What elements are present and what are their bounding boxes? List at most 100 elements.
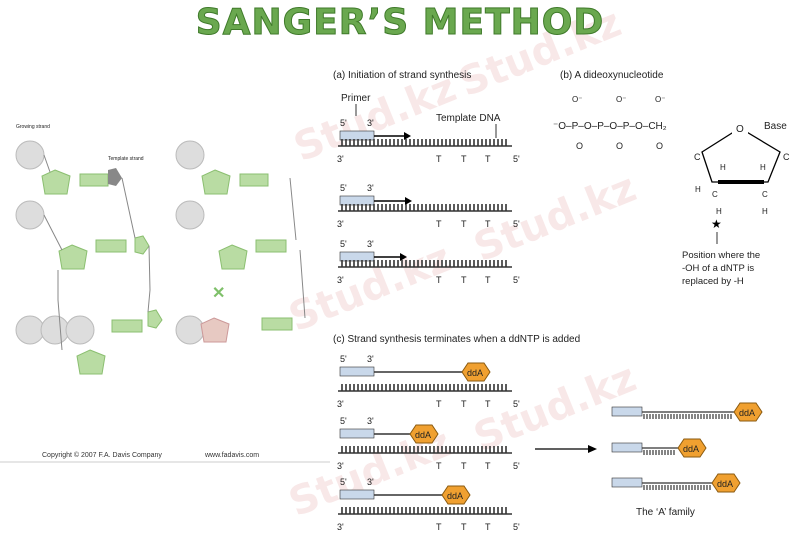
svg-text:T: T bbox=[436, 399, 442, 409]
primer-block bbox=[339, 428, 375, 439]
position-note: Position where the bbox=[682, 250, 760, 261]
base-rect bbox=[239, 173, 269, 187]
svg-text:O: O bbox=[656, 141, 663, 151]
svg-text:ddA: ddA bbox=[683, 444, 699, 454]
svg-text:3': 3' bbox=[337, 154, 344, 164]
terminated-row: 5' 3' ddA 3' T T T 5' bbox=[337, 416, 520, 471]
svg-text:3': 3' bbox=[367, 239, 374, 249]
svg-text:T: T bbox=[436, 275, 442, 285]
svg-text:5': 5' bbox=[513, 461, 520, 471]
sugar-pentagon bbox=[218, 244, 248, 270]
primer-block bbox=[339, 251, 375, 262]
svg-text:H: H bbox=[716, 207, 722, 216]
star-icon: ★ bbox=[711, 217, 722, 231]
primer-block bbox=[339, 366, 375, 377]
svg-text:5': 5' bbox=[513, 219, 520, 229]
copyright-text: Copyright © 2007 F.A. Davis Company bbox=[42, 452, 162, 459]
strand-row: 5' 3' 3' T T T 5' bbox=[337, 183, 520, 229]
base-rect bbox=[111, 319, 143, 333]
svg-text:5': 5' bbox=[513, 399, 520, 409]
svg-text:T: T bbox=[485, 461, 491, 471]
svg-text:3': 3' bbox=[367, 354, 374, 364]
svg-text:O: O bbox=[576, 141, 583, 151]
svg-text:5': 5' bbox=[513, 522, 520, 532]
template-backbone bbox=[289, 177, 306, 319]
svg-text:H: H bbox=[762, 207, 768, 216]
panel-b-heading: (b) A dideoxynucleotide bbox=[560, 70, 664, 81]
svg-text:ddA: ddA bbox=[717, 479, 733, 489]
svg-text:T: T bbox=[461, 399, 467, 409]
growing-strand-label: Growing strand bbox=[16, 124, 50, 130]
svg-text:3': 3' bbox=[337, 522, 344, 532]
dda-hexagon bbox=[677, 438, 707, 458]
svg-text:T: T bbox=[461, 219, 467, 229]
panel-b: (b) A dideoxynucleotide O⁻ O⁻ O⁻ ⁻O–P–O–… bbox=[553, 70, 790, 287]
dda-hexagon bbox=[733, 402, 763, 422]
panel-c: (c) Strand synthesis terminates when a d… bbox=[333, 334, 763, 532]
svg-text:5': 5' bbox=[340, 118, 347, 128]
svg-text:T: T bbox=[485, 399, 491, 409]
left-structure-figure: Growing strand Template strand ✕ bbox=[0, 124, 330, 463]
phosphate-circle bbox=[175, 200, 205, 230]
svg-text:5': 5' bbox=[340, 354, 347, 364]
terminated-row: 5' 3' ddA 3' T T T 5' bbox=[337, 354, 520, 409]
strand-row: 5' 3' 3' T T T 5' bbox=[337, 118, 520, 164]
sugar-pentagon bbox=[41, 169, 71, 195]
svg-text:T: T bbox=[461, 275, 467, 285]
svg-text:3': 3' bbox=[337, 399, 344, 409]
base-rect bbox=[79, 173, 109, 187]
svg-text:T: T bbox=[436, 522, 442, 532]
dda-hexagon bbox=[441, 485, 471, 505]
phosphate-circle bbox=[15, 315, 45, 345]
svg-text:3': 3' bbox=[367, 183, 374, 193]
a-family-fragment: ddA bbox=[611, 402, 763, 422]
page-title: SANGER’S METHOD bbox=[195, 2, 605, 44]
template-dna-label: Template DNA bbox=[436, 113, 501, 124]
template-base bbox=[134, 235, 150, 255]
dda-hexagon bbox=[711, 473, 741, 493]
template-strand-label: Template strand bbox=[108, 156, 144, 162]
dda-hexagon bbox=[461, 362, 491, 382]
svg-text:3': 3' bbox=[367, 416, 374, 426]
svg-text:H: H bbox=[720, 163, 726, 172]
primer-block bbox=[339, 195, 375, 206]
a-family-fragment: ddA bbox=[611, 438, 707, 458]
panel-a-heading: (a) Initiation of strand synthesis bbox=[333, 70, 471, 81]
base-rect bbox=[261, 317, 293, 331]
svg-text:ddA: ddA bbox=[447, 491, 463, 501]
phosphate-circle bbox=[65, 315, 95, 345]
svg-text:3': 3' bbox=[367, 477, 374, 487]
svg-text:T: T bbox=[485, 219, 491, 229]
arrow-head bbox=[588, 445, 597, 453]
arrow-head bbox=[404, 132, 411, 140]
website-text: www.fadavis.com bbox=[205, 452, 260, 459]
svg-text:3': 3' bbox=[337, 219, 344, 229]
svg-text:O⁻: O⁻ bbox=[655, 95, 665, 104]
phosphate-circle bbox=[40, 315, 70, 345]
panel-c-heading: (c) Strand synthesis terminates when a d… bbox=[333, 334, 580, 345]
svg-text:3': 3' bbox=[337, 461, 344, 471]
panel-a: (a) Initiation of strand synthesis Prime… bbox=[333, 70, 520, 285]
svg-text:C: C bbox=[694, 152, 701, 162]
svg-text:5': 5' bbox=[340, 239, 347, 249]
base-label: Base bbox=[764, 121, 787, 132]
svg-text:T: T bbox=[436, 154, 442, 164]
template-base bbox=[147, 309, 163, 329]
a-family-label: The ‘A’ family bbox=[636, 507, 695, 518]
dda-hexagon bbox=[409, 424, 439, 444]
svg-text:O: O bbox=[616, 141, 623, 151]
svg-text:5': 5' bbox=[340, 416, 347, 426]
primer-label: Primer bbox=[341, 93, 371, 104]
phosphate-circle bbox=[175, 140, 205, 170]
sugar-pentagon bbox=[201, 169, 231, 195]
svg-text:5': 5' bbox=[340, 183, 347, 193]
svg-text:H: H bbox=[695, 185, 701, 194]
sugar-pentagon bbox=[76, 349, 106, 375]
svg-text:H: H bbox=[760, 163, 766, 172]
phosphate-circle bbox=[15, 140, 45, 170]
primer-block bbox=[339, 130, 375, 141]
sugar-pentagon-dd bbox=[200, 317, 230, 343]
growing-backbone bbox=[43, 154, 63, 351]
svg-text:ddA: ddA bbox=[739, 408, 755, 418]
svg-text:-OH of a dNTP is: -OH of a dNTP is bbox=[682, 263, 754, 274]
